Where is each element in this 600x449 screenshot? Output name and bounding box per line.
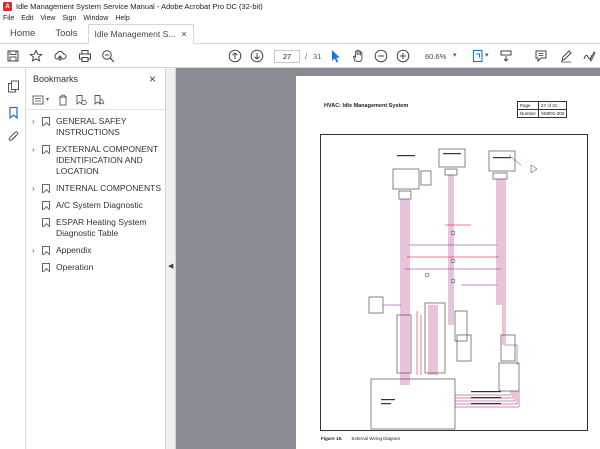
bookmarks-header: Bookmarks × xyxy=(26,68,165,90)
page-label: Page xyxy=(516,101,540,110)
bookmark-appendix[interactable]: › Appendix xyxy=(26,245,165,256)
tab-document[interactable]: Idle Management S... × xyxy=(87,24,194,44)
menu-bar: File Edit View Sign Window Help xyxy=(0,13,600,24)
menu-sign[interactable]: Sign xyxy=(62,15,77,22)
number-value: SM001-300 xyxy=(538,109,568,118)
bookmark-star-icon[interactable] xyxy=(29,49,43,63)
figure-frame xyxy=(320,134,588,431)
left-navigation-rail xyxy=(0,68,26,449)
close-icon[interactable]: × xyxy=(148,72,156,86)
expand-chevron-icon[interactable]: › xyxy=(32,246,35,255)
bookmark-operation[interactable]: Operation xyxy=(26,262,165,273)
bookmark-label: INTERNAL COMPONENTS xyxy=(56,183,162,193)
collapse-arrow-icon[interactable]: ◀ xyxy=(168,263,174,270)
bookmarks-title: Bookmarks xyxy=(33,74,79,84)
acrobat-logo-icon: A xyxy=(3,2,12,11)
zoom-plus-icon[interactable] xyxy=(396,49,410,63)
panel-collapse-strip[interactable]: ◀ xyxy=(166,68,176,449)
zoom-dropdown-icon[interactable]: ▾ xyxy=(453,52,457,59)
page-value: 27 of 31 xyxy=(538,101,568,110)
bookmark-icon xyxy=(42,201,50,210)
sign-icon[interactable] xyxy=(582,49,596,63)
bookmark-icon xyxy=(42,184,50,193)
bookmark-icon xyxy=(42,246,50,255)
print-icon[interactable] xyxy=(78,49,92,63)
tab-bar: Home Tools Idle Management S... × xyxy=(0,24,600,44)
number-label: Number xyxy=(516,109,540,118)
wiring-diagram xyxy=(368,148,538,430)
expand-chevron-icon[interactable]: › xyxy=(32,117,35,126)
share-cloud-icon[interactable] xyxy=(53,49,67,63)
page-separator: / xyxy=(305,52,308,61)
bookmark-label: A/C System Diagnostic xyxy=(56,200,143,210)
page-thumbnails-icon[interactable] xyxy=(7,80,20,93)
menu-window[interactable]: Window xyxy=(83,15,109,22)
menu-file[interactable]: File xyxy=(3,15,15,22)
tab-document-label: Idle Management S... xyxy=(94,29,176,39)
bookmark-label: Appendix xyxy=(56,245,92,255)
attachments-icon[interactable] xyxy=(7,130,20,143)
bookmark-icon xyxy=(42,218,50,227)
window-title: Idle Management System Service Manual - … xyxy=(16,2,263,11)
bookmark-icon xyxy=(42,117,50,126)
document-header-title: HVAC: Idle Management System xyxy=(324,103,409,109)
bookmark-icon xyxy=(42,145,50,154)
tab-tools[interactable]: Tools xyxy=(55,28,78,39)
bookmarks-panel-icon[interactable] xyxy=(7,106,20,119)
save-icon[interactable] xyxy=(6,49,20,63)
page-down-icon[interactable] xyxy=(250,49,264,63)
tab-home[interactable]: Home xyxy=(10,28,36,39)
figure-caption: Figure 19. External Wiring Diagram xyxy=(321,436,400,441)
hand-pan-icon[interactable] xyxy=(351,49,365,63)
zoom-minus-icon[interactable] xyxy=(374,49,388,63)
total-pages: 31 xyxy=(313,52,322,61)
bookmark-internal-components[interactable]: › INTERNAL COMPONENTS xyxy=(26,183,165,194)
pen-icon[interactable] xyxy=(559,49,573,63)
window-titlebar: A Idle Management System Service Manual … xyxy=(0,0,600,13)
tab-close-icon[interactable]: × xyxy=(181,29,187,39)
options-dropdown-icon[interactable]: ▾ xyxy=(46,97,50,103)
fit-dropdown-icon[interactable]: ▾ xyxy=(485,52,489,59)
fit-page-icon[interactable] xyxy=(471,49,485,63)
menu-view[interactable]: View xyxy=(40,15,56,22)
menu-help[interactable]: Help xyxy=(115,15,130,22)
zoom-out-search-icon[interactable] xyxy=(101,49,115,63)
bookmark-ac-system-diagnostic[interactable]: A/C System Diagnostic xyxy=(26,200,165,211)
bookmark-label: Operation xyxy=(56,262,94,272)
page-up-icon[interactable] xyxy=(228,49,242,63)
bookmarks-toolbar: ▾ xyxy=(26,90,165,110)
expand-chevron-icon[interactable]: › xyxy=(32,145,35,154)
figure-label: Figure 19. xyxy=(321,436,343,441)
main-toolbar: 27 / 31 60.6% ▾ ▾ xyxy=(0,44,600,68)
zoom-level[interactable]: 60.6% xyxy=(425,52,447,61)
new-bookmark-icon[interactable] xyxy=(75,94,87,106)
scroll-mode-icon[interactable] xyxy=(499,49,513,63)
menu-edit[interactable]: Edit xyxy=(21,15,34,22)
expand-chevron-icon[interactable]: › xyxy=(32,184,35,193)
trash-icon[interactable] xyxy=(57,94,69,106)
comment-icon[interactable] xyxy=(534,49,548,63)
bookmark-icon xyxy=(42,263,50,272)
select-cursor-icon[interactable] xyxy=(329,49,341,63)
find-bookmark-icon[interactable] xyxy=(93,94,105,106)
options-menu-icon[interactable] xyxy=(32,94,46,106)
current-page-input[interactable]: 27 xyxy=(274,50,300,63)
figure-caption-text: External Wiring Diagram xyxy=(351,436,401,441)
